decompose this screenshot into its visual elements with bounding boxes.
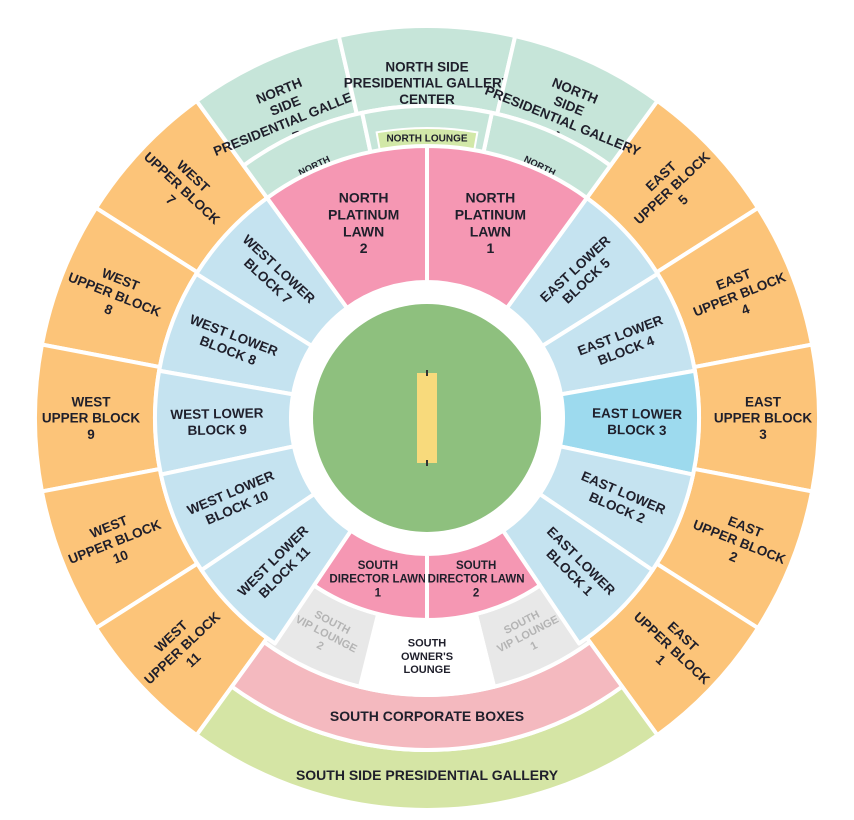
south-corporate-boxes-label: SOUTH CORPORATE BOXES [330, 708, 524, 724]
east-upper-east-upper-block-4[interactable]: EASTUPPER BLOCK4 [654, 205, 815, 370]
south-side-presidential-gallery-label: SOUTH SIDE PRESIDENTIAL GALLERY [296, 767, 559, 783]
north-lounge-label: NORTH LOUNGE [386, 134, 467, 145]
east-lower-east-lower-block-1[interactable]: EAST LOWERBLOCK 1 [501, 492, 655, 646]
east-upper-east-upper-block-5[interactable]: EASTUPPER BLOCK5 [584, 98, 760, 275]
west-lower-west-lower-block-9-label: WEST LOWERBLOCK 9 [170, 405, 264, 438]
east-lower-east-lower-block-4[interactable]: EAST LOWERBLOCK 4 [540, 271, 697, 397]
east-lower-east-lower-block-2[interactable]: EAST LOWERBLOCK 2 [537, 444, 696, 573]
east-lower-east-lower-block-5[interactable]: EAST LOWERBLOCK 5 [504, 195, 660, 348]
west-lower-west-lower-block-8[interactable]: WEST LOWERBLOCK 8 [157, 271, 314, 397]
east-lower-east-lower-block-3-label: EAST LOWERBLOCK 3 [592, 406, 683, 439]
west-upper-west-upper-block-11[interactable]: WESTUPPER BLOCK11 [94, 561, 270, 738]
pitch [417, 373, 437, 463]
east-upper-east-upper-block-1[interactable]: EASTUPPER BLOCK1 [584, 561, 760, 738]
west-lower-west-lower-block-9[interactable]: WEST LOWERBLOCK 9 [153, 368, 296, 477]
